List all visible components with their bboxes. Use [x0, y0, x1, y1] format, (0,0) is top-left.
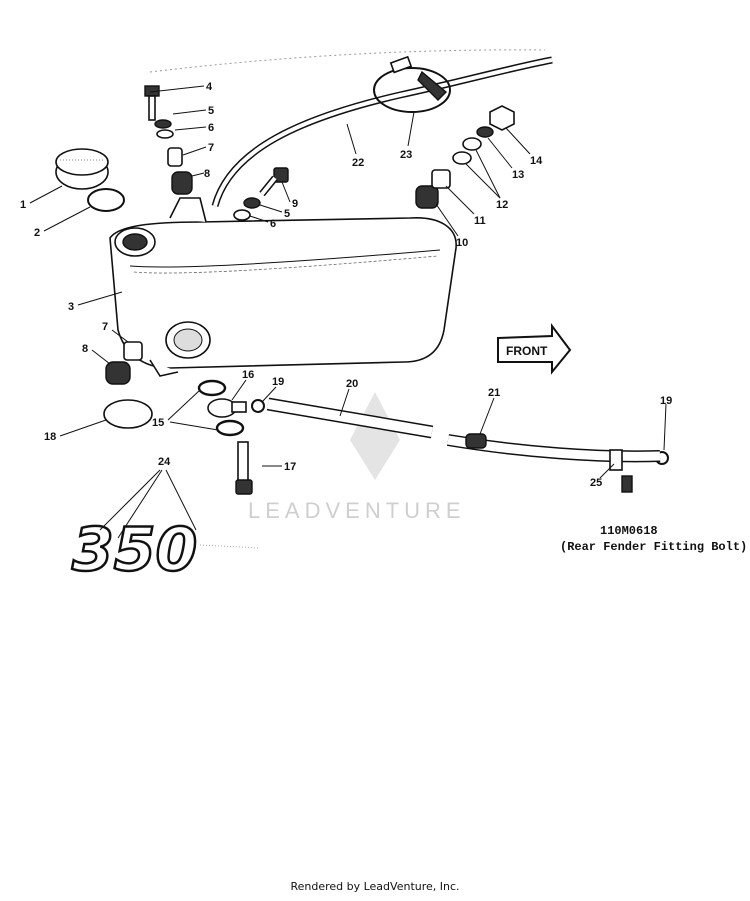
- callout-7b: 7: [102, 321, 108, 333]
- fitting-16: [207, 398, 247, 418]
- oil-tank-3: [109, 197, 457, 377]
- callout-25: 25: [590, 477, 602, 489]
- plug-18: [103, 399, 153, 429]
- callout-16: 16: [242, 369, 254, 381]
- leader-lines: [29, 85, 667, 539]
- breather-hose-21: [447, 433, 661, 463]
- callout-24: 24: [158, 456, 171, 468]
- callout-20: 20: [346, 378, 358, 390]
- callout-15: 15: [152, 417, 164, 429]
- strap-23: [373, 55, 451, 113]
- washer-13: [476, 126, 494, 138]
- collar-11: [431, 169, 451, 189]
- callout-7: 7: [208, 142, 214, 154]
- nut-14: [489, 105, 515, 131]
- callout-21: 21: [488, 387, 500, 399]
- callout-18: 18: [44, 431, 56, 443]
- part-number: 110M0618: [600, 524, 658, 538]
- tank-cap-1: [55, 148, 109, 190]
- badge-text: 350: [72, 515, 197, 585]
- washer-6b: [233, 209, 251, 221]
- callout-14: 14: [530, 155, 543, 167]
- gasket-15b: [215, 419, 245, 437]
- callout-23: 23: [400, 149, 412, 161]
- callout-5: 5: [208, 105, 214, 117]
- callout-5b: 5: [284, 208, 290, 220]
- grommet-10: [415, 185, 439, 209]
- washer-5b: [243, 197, 261, 209]
- callout-2: 2: [34, 227, 40, 239]
- callout-8: 8: [204, 168, 210, 180]
- callout-9: 9: [292, 198, 298, 210]
- callout-1: 1: [20, 199, 26, 211]
- watermark-text: LEADVENTURE: [248, 498, 466, 523]
- callout-numbers: 1 2 3 4 5 6 7 8 5 6 7 8 9 10 11 12 13 14…: [20, 81, 672, 489]
- callout-22: 22: [352, 157, 364, 169]
- front-label: FRONT: [506, 344, 548, 358]
- watermark-logo-icon: [350, 392, 400, 480]
- callout-17: 17: [284, 461, 296, 473]
- callout-8b: 8: [82, 343, 88, 355]
- washer-12b: [462, 137, 482, 151]
- washer-6: [156, 129, 174, 139]
- footer-credit: Rendered by LeadVenture, Inc.: [290, 880, 460, 893]
- callout-6b: 6: [270, 218, 276, 230]
- grommet-8b: [105, 361, 131, 385]
- collar-7: [167, 147, 183, 167]
- callout-6: 6: [208, 122, 214, 134]
- collar-7b: [123, 341, 143, 361]
- callout-3: 3: [68, 301, 74, 313]
- callout-19b: 19: [660, 395, 672, 407]
- callout-10: 10: [456, 237, 468, 249]
- callout-12: 12: [496, 199, 508, 211]
- gasket-2: [87, 188, 125, 212]
- washer-5: [154, 119, 172, 129]
- callout-19: 19: [272, 376, 284, 388]
- banjo-bolt-17: [235, 441, 253, 495]
- grommet-8: [171, 171, 193, 195]
- callout-11: 11: [474, 215, 486, 227]
- hose-clip-19: [251, 399, 265, 413]
- washer-12a: [452, 151, 472, 165]
- watermark: LEADVENTURE: [248, 392, 466, 523]
- callout-4: 4: [206, 81, 213, 93]
- gasket-15a: [197, 379, 227, 397]
- frame-line: [149, 49, 546, 73]
- front-arrow-icon: FRONT: [497, 323, 572, 375]
- part-note: (Rear Fender Fitting Bolt): [560, 540, 747, 554]
- bolt-9: [259, 167, 289, 197]
- badge-24: 350: [71, 514, 261, 586]
- callout-13: 13: [512, 169, 524, 181]
